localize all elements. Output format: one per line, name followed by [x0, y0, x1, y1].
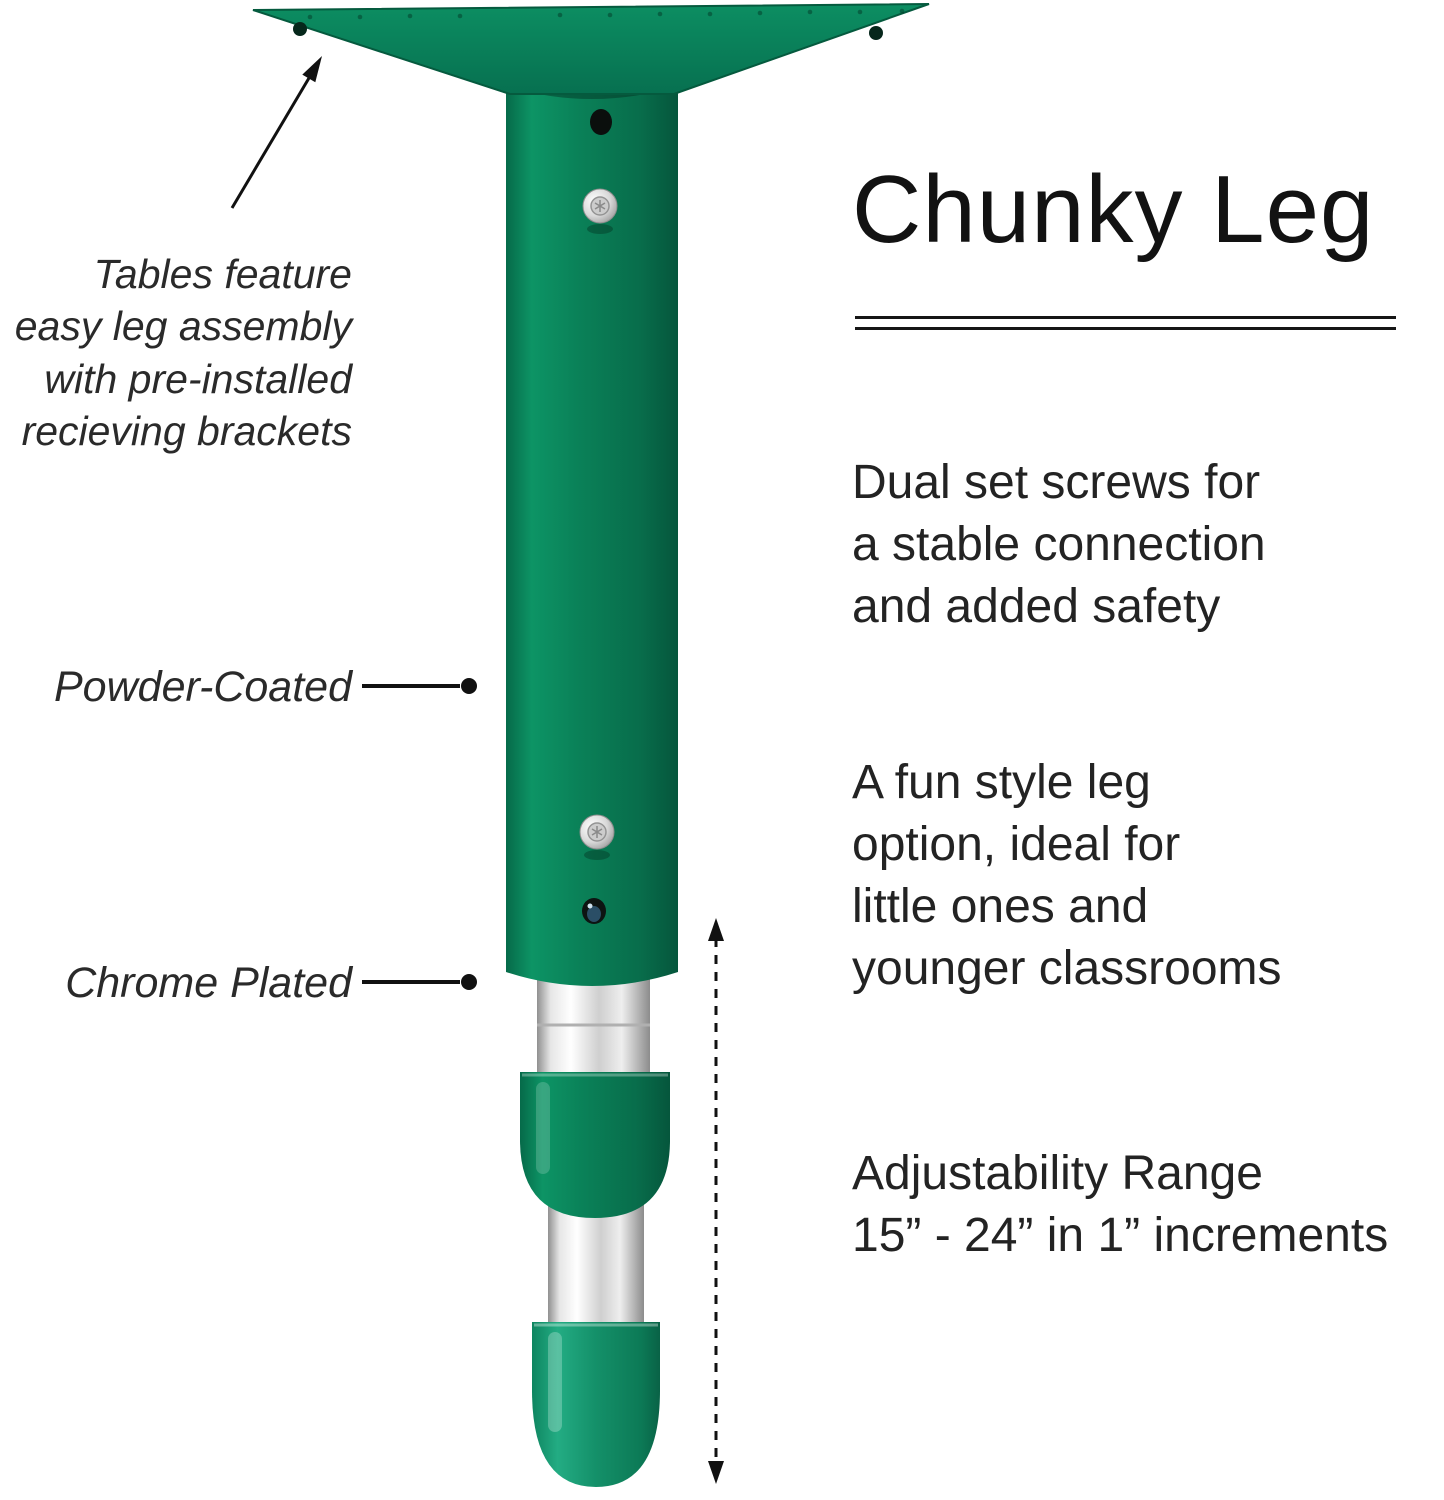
green-collar [520, 1072, 670, 1218]
feature-adjustability-range: Adjustability Range 15” - 24” in 1” incr… [852, 1147, 1389, 1262]
title-double-underline [855, 316, 1396, 330]
feature-fun-style: A fun style leg option, ideal for little… [852, 756, 1282, 995]
chrome-plated-label: Chrome Plated [65, 959, 352, 1007]
powder-coated-label: Powder-Coated [54, 663, 352, 711]
chrome-leader-dot [461, 974, 477, 990]
adjustment-hole [582, 898, 606, 924]
set-screw-bottom [579, 814, 615, 860]
plate-texture-dots [307, 8, 905, 20]
top-hole [590, 109, 612, 135]
adjustability-range-arrow [708, 918, 724, 1484]
set-screw-top [582, 188, 618, 234]
powder-leader-dot [461, 678, 477, 694]
chrome-plated-leader [362, 974, 477, 990]
arrow-down-head [708, 1461, 724, 1484]
product-title: Chunky Leg [852, 156, 1375, 263]
arrow-up-head [708, 918, 724, 941]
powder-coated-leader [362, 678, 477, 694]
bracket-pointer-arrow [230, 56, 322, 209]
mounting-plate [252, 3, 930, 95]
feature-dual-set-screws: Dual set screws for a stable connection … [852, 456, 1266, 633]
bracket-note: Tables feature easy leg assembly with pr… [14, 251, 352, 455]
plate-screw-holes [293, 22, 883, 40]
foot-cap [532, 1322, 660, 1487]
